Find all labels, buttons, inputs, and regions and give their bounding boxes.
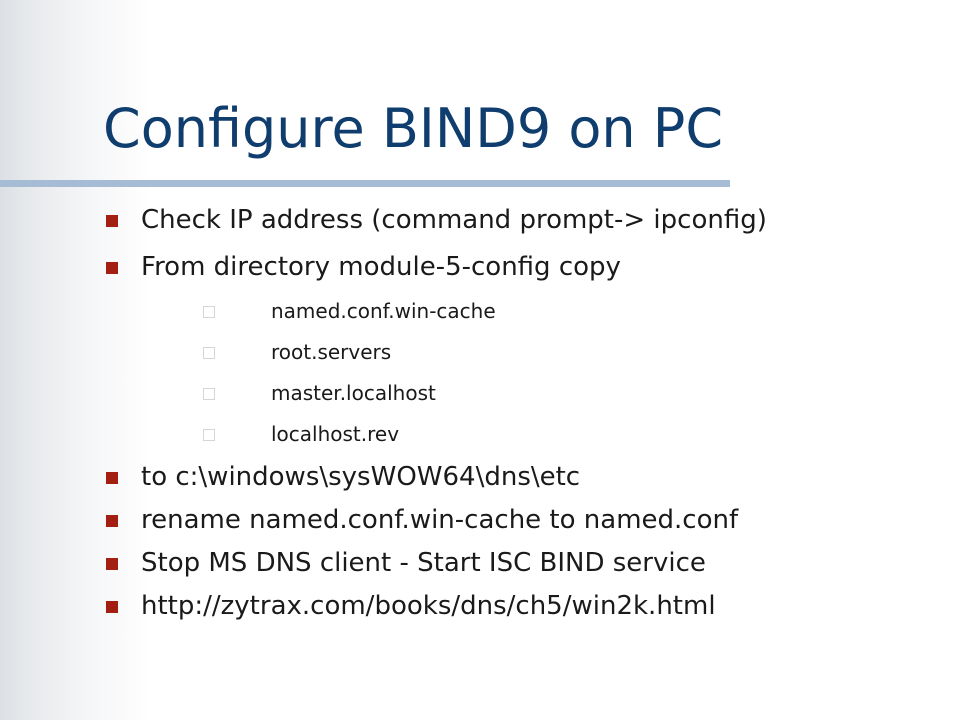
square-bullet-icon xyxy=(106,558,118,570)
title-divider xyxy=(0,180,730,187)
bullet-text: http://zytrax.com/books/dns/ch5/win2k.ht… xyxy=(141,591,716,621)
bullet-text: rename named.conf.win-cache to named.con… xyxy=(141,505,739,535)
square-bullet-icon xyxy=(106,472,118,484)
sub-bullet-text: named.conf.win-cache xyxy=(271,299,496,323)
bullet-text: Stop MS DNS client - Start ISC BIND serv… xyxy=(141,548,706,578)
sub-bullet-icon xyxy=(203,306,215,318)
bullet-text: From directory module-5-config copy xyxy=(141,252,621,282)
sub-bullet-text: master.localhost xyxy=(271,381,436,405)
square-bullet-icon xyxy=(106,601,118,613)
square-bullet-icon xyxy=(106,262,118,274)
sub-bullet-icon xyxy=(203,388,215,400)
bullet-text: to c:\windows\sysWOW64\dns\etc xyxy=(141,462,581,492)
sub-bullet-text: root.servers xyxy=(271,340,392,364)
sub-bullet-icon xyxy=(203,347,215,359)
square-bullet-icon xyxy=(106,215,118,227)
slide-title: Configure BIND9 on PC xyxy=(103,97,724,160)
bullet-text: Check IP address (command prompt-> ipcon… xyxy=(141,205,767,235)
square-bullet-icon xyxy=(106,515,118,527)
sub-bullet-text: localhost.rev xyxy=(271,422,400,446)
sub-bullet-icon xyxy=(203,429,215,441)
